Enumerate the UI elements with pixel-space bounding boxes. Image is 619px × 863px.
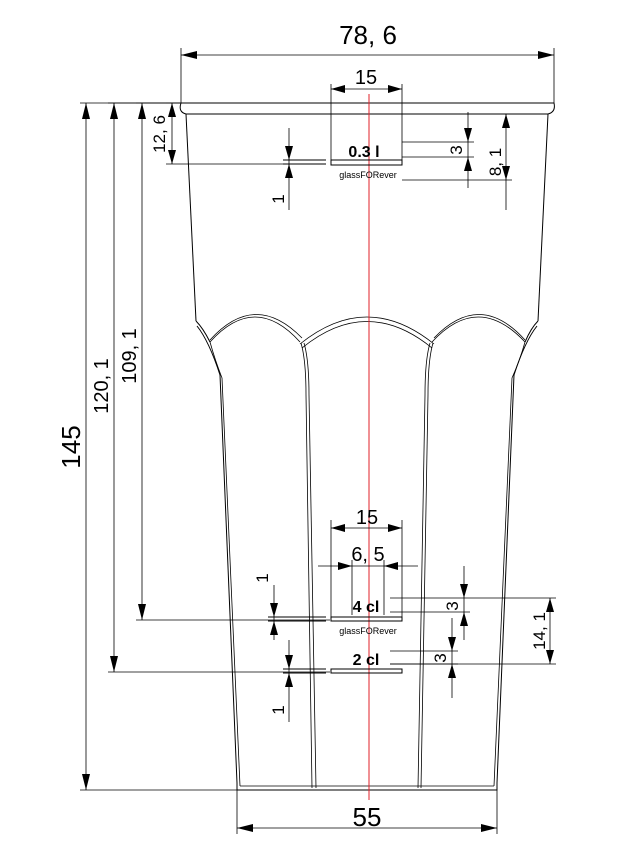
lower-right-wall-outer (496, 325, 538, 784)
dim-label-width-top: 15 (355, 67, 377, 89)
facet-arch-2b (299, 316, 435, 345)
dim-top-width: 78, 6 (180, 20, 555, 103)
top-volume-mark: 0.3 l (348, 144, 379, 161)
upper-left-wall (185, 113, 197, 322)
facet-rib-1a (300, 342, 313, 789)
facet-arch-2 (301, 321, 433, 349)
dim-offset-8: 8, 1 (486, 148, 505, 176)
facet-rib-1b (303, 342, 317, 789)
dim-rim-to-mark: 12, 6 (150, 102, 300, 165)
brand-text-bottom: glassFORever (339, 626, 397, 636)
low-volume-mark: 2 cl (353, 652, 380, 669)
facet-arch-3b (433, 314, 526, 341)
dim-line-thickness-2cl: 1 (269, 705, 288, 714)
upper-right-wall (537, 113, 549, 322)
dim-text-height-top: 3 (447, 145, 466, 154)
dim-label-inner-width: 6, 5 (351, 544, 384, 566)
brand-text-top: glassFORever (339, 170, 397, 180)
lower-right-wall-inner (493, 341, 526, 787)
dim-rim-to-mark-label: 12, 6 (150, 115, 169, 153)
glass-outline (179, 102, 555, 791)
dim-label-width-bottom: 15 (356, 507, 378, 529)
dim-text-height-4cl: 3 (443, 601, 462, 610)
dim-line-thickness-top: 1 (269, 194, 288, 203)
facet-arch-3 (431, 316, 526, 343)
lower-fill-marks: 15 6, 5 4 cl glassFORever 1 3 14, 1 2 cl (253, 507, 556, 722)
lower-left-wall-inner (209, 341, 241, 787)
left-shoulder (195, 320, 211, 343)
facet-rib-2a (420, 342, 434, 789)
dim-height-total: 145 (56, 102, 237, 791)
dim-height-total-label: 145 (56, 425, 86, 468)
lower-left-wall-outer (196, 325, 238, 784)
glass-rim (179, 102, 555, 115)
facet-arch-1 (209, 316, 301, 343)
glass-base (236, 783, 498, 791)
dim-height-109: 109, 1 (119, 102, 330, 621)
dim-bottom-width: 55 (236, 790, 498, 834)
facet-arch-1b (209, 314, 303, 341)
dim-line-thickness-4cl: 1 (253, 573, 272, 582)
dim-top-width-label: 78, 6 (339, 20, 397, 50)
dim-offset-14: 14, 1 (530, 612, 549, 650)
dim-bottom-width-label: 55 (353, 802, 382, 832)
facet-rib-2b (417, 342, 431, 789)
dim-height-120: 120, 1 (91, 102, 330, 673)
dim-text-height-2cl: 3 (431, 653, 450, 662)
dim-height-120-label: 120, 1 (91, 358, 113, 414)
mid-volume-mark: 4 cl (353, 599, 380, 616)
dim-height-109-label: 109, 1 (119, 328, 141, 384)
top-fill-mark: 15 0.3 l glassFORever 1 3 8, 1 (269, 67, 512, 210)
right-shoulder (524, 320, 539, 343)
